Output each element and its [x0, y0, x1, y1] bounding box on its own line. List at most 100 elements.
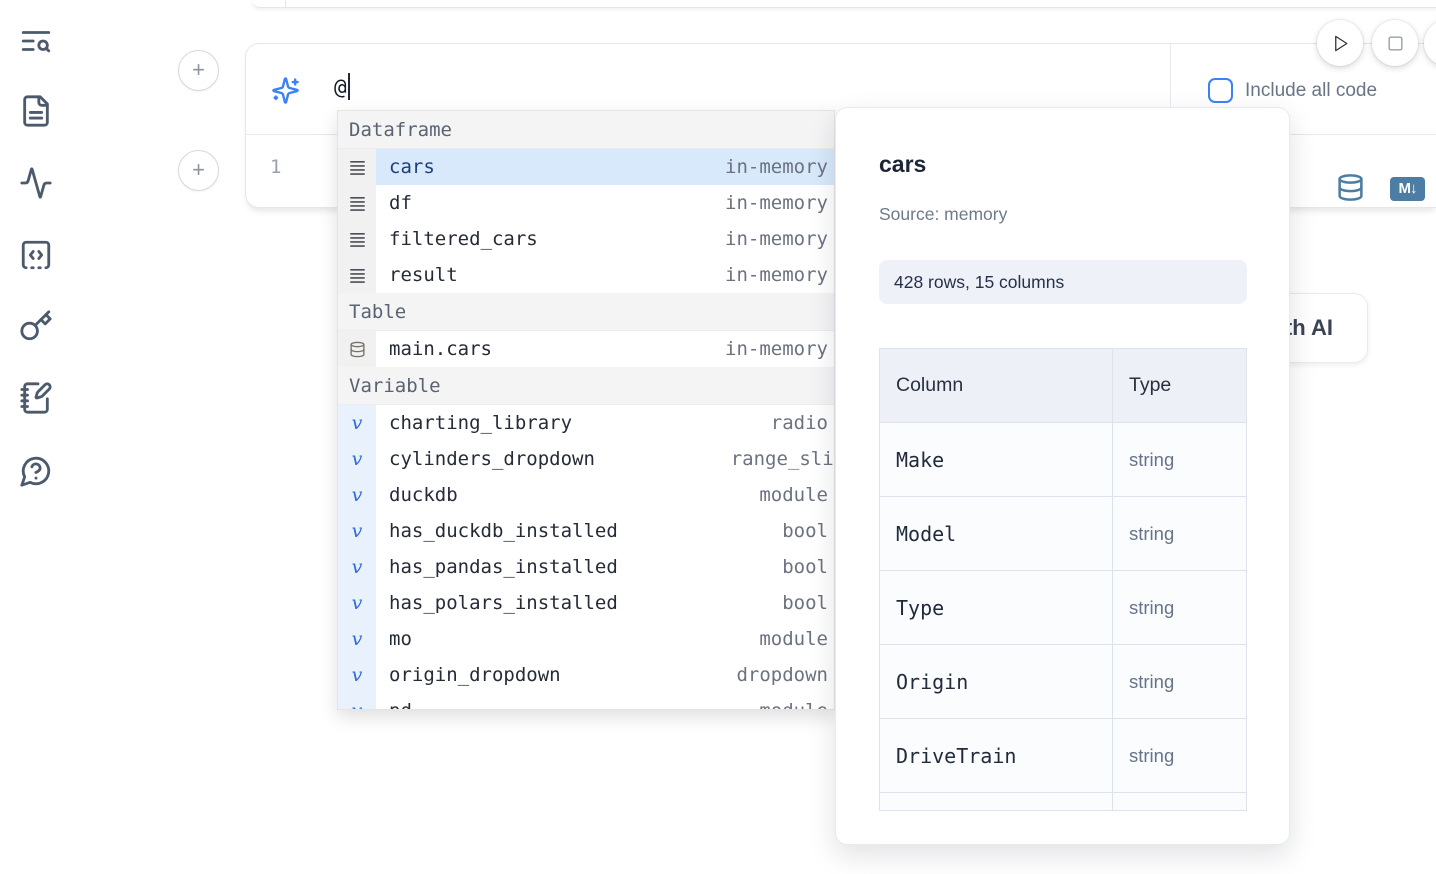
dataframe-rows-icon — [349, 268, 365, 283]
add-cell-below-button[interactable]: + — [178, 150, 219, 191]
autocomplete-row[interactable]: v has_polars_installed bool — [338, 585, 834, 621]
schema-column-name: Origin — [880, 645, 1113, 718]
schema-column-header: Column — [880, 349, 1113, 422]
variable-icon: v — [351, 447, 363, 470]
help-chat-icon[interactable] — [19, 454, 53, 488]
autocomplete-item-gutter: v — [338, 331, 376, 367]
schema-column-type: string — [1129, 522, 1175, 544]
autocomplete-row[interactable]: v has_duckdb_installed bool — [338, 513, 834, 549]
autocomplete-row[interactable]: Variable v — [338, 367, 834, 405]
schema-column-name — [880, 793, 1113, 810]
autocomplete-item-name: df — [389, 192, 412, 214]
autocomplete-row[interactable]: v result in-memory — [338, 257, 834, 293]
add-cell-above-button[interactable]: + — [178, 50, 219, 91]
autocomplete-item-name: main.cars — [389, 338, 492, 360]
schema-column-name: DriveTrain — [880, 719, 1113, 792]
autocomplete-row[interactable]: Dataframe v — [338, 111, 834, 149]
autocomplete-item-name: has_polars_installed — [389, 592, 618, 614]
sidebar — [0, 0, 70, 874]
schema-column-type: string — [1129, 448, 1175, 470]
autocomplete-item-type: bool — [782, 520, 828, 542]
include-all-code-checkbox[interactable] — [1208, 78, 1233, 103]
variable-icon: v — [351, 591, 363, 614]
autocomplete-item-gutter: v — [338, 549, 376, 585]
database-cell-icon[interactable] — [1336, 173, 1365, 202]
autocomplete-item-name: mo — [389, 628, 412, 650]
edge-button-partial[interactable] — [1424, 20, 1436, 66]
autocomplete-item-name: cars — [389, 156, 435, 178]
autocomplete-row[interactable]: v duckdb module — [338, 477, 834, 513]
autocomplete-item-name: charting_library — [389, 412, 573, 434]
ai-prompt-input[interactable]: @ — [334, 73, 351, 100]
autocomplete-row[interactable]: v pd module — [338, 693, 834, 709]
include-all-code-label: Include all code — [1245, 80, 1378, 101]
autocomplete-item-type: bool — [782, 592, 828, 614]
autocomplete-item-type: dropdown — [736, 664, 828, 686]
autocomplete-item-gutter: v — [338, 621, 376, 657]
schema-table: Column Type Make string Model string Typ… — [879, 348, 1247, 811]
schema-type-header: Type — [1129, 374, 1172, 396]
autocomplete-item-type: in-memory — [725, 338, 828, 360]
previous-cell-bottom — [252, 0, 1436, 8]
schema-column-type: string — [1129, 670, 1175, 692]
file-text-icon[interactable] — [19, 94, 53, 128]
autocomplete-row[interactable]: v filtered_cars in-memory — [338, 221, 834, 257]
schema-column-type — [1113, 793, 1246, 810]
autocomplete-row[interactable]: v cars in-memory — [338, 149, 834, 185]
autocomplete-item-type: in-memory — [725, 156, 828, 178]
autocomplete-section-header: Table — [338, 293, 834, 331]
autocomplete-row[interactable]: v mo module — [338, 621, 834, 657]
dataframe-rows-icon — [349, 196, 365, 211]
prompt-options-divider — [1170, 44, 1171, 134]
autocomplete-item-name: duckdb — [389, 484, 458, 506]
autocomplete-row[interactable]: v cylinders_dropdown range_slider — [338, 441, 834, 477]
schema-row — [880, 793, 1246, 810]
autocomplete-item-gutter: v — [338, 221, 376, 257]
autocomplete-item-type: range_slider — [730, 448, 834, 470]
run-button[interactable] — [1317, 20, 1363, 66]
autocomplete-row[interactable]: Table v — [338, 293, 834, 331]
autocomplete-item-name: has_pandas_installed — [389, 556, 618, 578]
notebook-pen-icon[interactable] — [19, 381, 53, 415]
key-icon[interactable] — [19, 309, 53, 343]
shape-badge: 428 rows, 15 columns — [879, 260, 1247, 304]
ai-sparkles-icon — [271, 76, 300, 105]
autocomplete-item-gutter: v — [338, 185, 376, 221]
schema-column-name: Type — [880, 571, 1113, 644]
table-database-icon — [349, 341, 365, 357]
autocomplete-item-name: origin_dropdown — [389, 664, 561, 686]
autocomplete-item-name: has_duckdb_installed — [389, 520, 618, 542]
schema-column-type: string — [1129, 596, 1175, 618]
dataframe-rows-icon — [349, 160, 365, 175]
markdown-cell-icon[interactable]: M↓ — [1390, 177, 1425, 201]
autocomplete-row[interactable]: v origin_dropdown dropdown — [338, 657, 834, 693]
autocomplete-section-header: Dataframe — [338, 111, 834, 149]
autocomplete-row[interactable]: v main.cars in-memory — [338, 331, 834, 367]
activity-icon[interactable] — [19, 166, 53, 200]
autocomplete-item-gutter: v — [338, 149, 376, 185]
variable-icon: v — [351, 627, 363, 650]
autocomplete-section-header: Variable — [338, 367, 834, 405]
gutter-divider — [285, 0, 286, 8]
autocomplete-row[interactable]: v df in-memory — [338, 185, 834, 221]
autocomplete-item-type: bool — [782, 556, 828, 578]
text-search-icon[interactable] — [19, 24, 53, 58]
preview-source: Source: memory — [879, 204, 1008, 224]
autocomplete-row[interactable]: v charting_library radio — [338, 405, 834, 441]
dataframe-rows-icon — [349, 232, 365, 247]
autocomplete-row[interactable]: v has_pandas_installed bool — [338, 549, 834, 585]
stop-button[interactable] — [1372, 20, 1418, 66]
snippets-code-icon[interactable] — [19, 238, 53, 272]
autocomplete-item-gutter: v — [338, 257, 376, 293]
variable-icon: v — [351, 483, 363, 506]
preview-title: cars — [879, 151, 927, 177]
variable-icon: v — [351, 663, 363, 686]
autocomplete-item-type: module — [759, 484, 828, 506]
autocomplete-item-gutter: v — [338, 585, 376, 621]
variable-icon: v — [351, 519, 363, 542]
variable-icon: v — [352, 701, 363, 709]
schema-row: Origin string — [880, 645, 1246, 719]
variable-icon: v — [351, 555, 363, 578]
autocomplete-item-type: radio — [770, 412, 828, 434]
